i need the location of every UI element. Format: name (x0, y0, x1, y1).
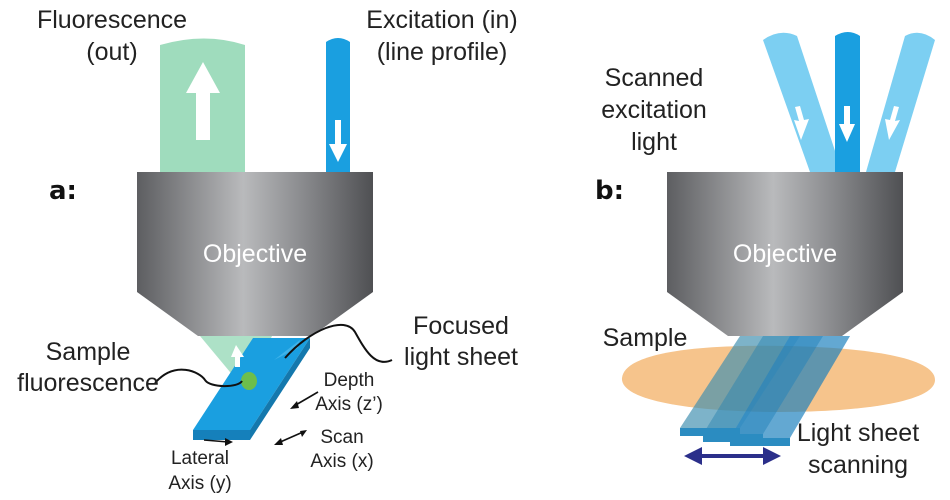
fluorescence-beam (160, 38, 245, 172)
objective-b: Objective (667, 172, 903, 336)
objective-b-label: Objective (733, 240, 837, 268)
objective-label: Objective (203, 240, 307, 268)
down-arrow-icon (329, 120, 347, 162)
scan-axis-label-line2: Axis (x) (310, 451, 373, 472)
sample-fluorescence-spot (241, 372, 257, 390)
sheet-pointer-line (284, 323, 393, 363)
panel-b: Objective b: Scanned excitation light Sa… (595, 32, 935, 479)
small-up-arrow-icon (231, 345, 244, 367)
scanned-label-line1: Scanned (605, 64, 704, 92)
sample-fluorescence-label-line1: Sample (46, 338, 131, 366)
scanned-label-line3: light (631, 128, 677, 156)
lateral-axis-label-line1: Lateral (171, 448, 229, 469)
excitation-beam (326, 38, 350, 172)
focused-sheet-label-line2: light sheet (404, 343, 518, 371)
scanned-excitation-beams (763, 32, 935, 172)
panel-a-label: a: (49, 176, 77, 206)
axis-arrows (203, 391, 319, 446)
sample-label: Sample (603, 324, 688, 352)
excitation-label-line1: Excitation (in) (366, 6, 517, 34)
center-beam-arrow-icon (839, 106, 855, 142)
right-beam-arrow-icon (885, 106, 900, 140)
depth-axis-label-line1: Depth (324, 370, 375, 391)
left-beam-arrow-icon (794, 106, 809, 140)
fluorescence-label-line1: Fluorescence (37, 6, 187, 34)
panel-b-label: b: (595, 176, 624, 206)
scanned-light-sheets (680, 336, 850, 446)
sample-pointer-line (154, 368, 243, 388)
focused-sheet-label-line1: Focused (413, 312, 509, 340)
panel-a: Objective a: Fluorescence (17, 6, 518, 494)
fluorescence-label-line2: (out) (86, 38, 137, 66)
scan-double-arrow-icon (684, 447, 781, 465)
objective-a: Objective (137, 172, 373, 336)
excitation-label-line2: (line profile) (377, 38, 508, 66)
light-sheet-scanning-label-line1: Light sheet (797, 419, 919, 447)
lateral-axis-label-line2: Axis (y) (168, 473, 231, 494)
light-sheet-scanning-label-line2: scanning (808, 451, 908, 479)
depth-axis-label-line2: Axis (z’) (315, 394, 383, 415)
scanned-label-line2: excitation (601, 96, 707, 124)
sample-fluorescence-label-line2: fluorescence (17, 369, 159, 397)
scan-axis-label-line1: Scan (320, 427, 363, 448)
up-arrow-icon (186, 62, 220, 140)
